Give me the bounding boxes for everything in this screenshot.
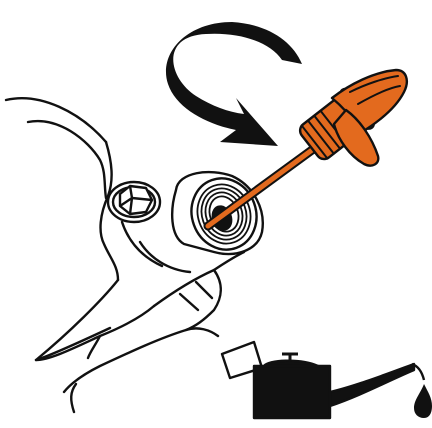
oil-drop-icon [414, 384, 432, 418]
oil-can-icon [222, 342, 424, 418]
engine-casting-outline [6, 98, 244, 412]
dipstick-cap [208, 70, 407, 226]
drain-bolt-icon [108, 182, 160, 222]
rotation-arrow-icon [166, 22, 302, 146]
